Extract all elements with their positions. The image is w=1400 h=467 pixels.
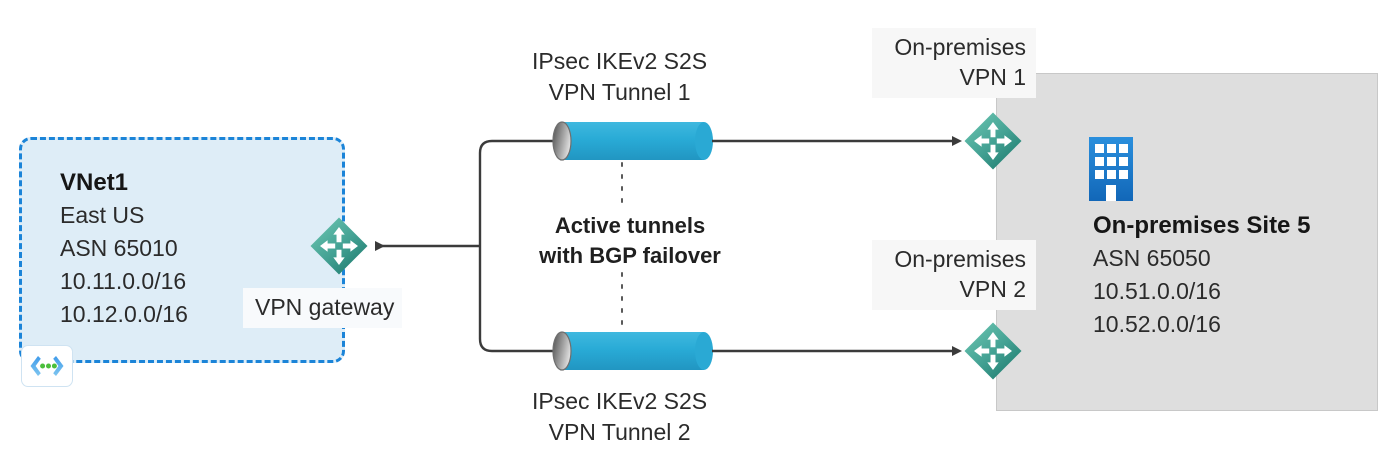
tunnel-2-label-line2: VPN Tunnel 2: [548, 419, 691, 445]
vnet-details: VNet1 East US ASN 65010 10.11.0.0/16 10.…: [60, 166, 300, 331]
active-tunnels-note-line1: Active tunnels: [554, 213, 706, 238]
tunnel-2-label: IPsec IKEv2 S2S VPN Tunnel 2: [532, 386, 707, 448]
tunnel-cylinder-icon-1: [552, 121, 713, 161]
tunnel-1-label-line2: VPN Tunnel 1: [548, 79, 691, 105]
vnet-prefix-1: 10.11.0.0/16: [60, 268, 187, 294]
onprem-vpn-1-label-line1: On-premises: [894, 34, 1026, 60]
onprem-vpn-1-label-line2: VPN 1: [959, 64, 1026, 90]
vnet-asn: ASN 65010: [60, 235, 178, 261]
onprem-vpn-1-label: On-premises VPN 1: [872, 28, 1036, 98]
virtual-network-icon: [21, 345, 73, 387]
vnet-name: VNet1: [60, 169, 129, 196]
on-premises-site-details: On-premises Site 5 ASN 65050 10.51.0.0/1…: [1093, 209, 1363, 341]
active-tunnels-note: Active tunnels with BGP failover: [530, 211, 730, 271]
onprem-vpn-2-label-line1: On-premises: [894, 246, 1026, 272]
on-premises-site-prefix-1: 10.51.0.0/16: [1093, 278, 1221, 304]
on-premises-site-name: On-premises Site 5: [1093, 212, 1311, 239]
vpn-gateway-label: VPN gateway: [243, 288, 403, 328]
tunnel-1-label: IPsec IKEv2 S2S VPN Tunnel 1: [532, 46, 707, 108]
vnet-prefix-2: 10.12.0.0/16: [60, 301, 188, 327]
tunnel-2-label-line1: IPsec IKEv2 S2S: [532, 388, 708, 414]
on-premises-site-asn: ASN 65050: [1093, 245, 1211, 271]
active-tunnels-note-line2: with BGP failover: [539, 243, 721, 268]
vnet-region: East US: [60, 202, 145, 228]
onprem-vpn-2-label-line2: VPN 2: [959, 276, 1026, 302]
tunnel-cylinder-icon-2: [552, 331, 713, 371]
on-premises-site-prefix-2: 10.52.0.0/16: [1093, 311, 1221, 337]
onprem-vpn-2-label: On-premises VPN 2: [872, 240, 1036, 310]
tunnel-1-label-line1: IPsec IKEv2 S2S: [532, 48, 708, 74]
on-premises-region: [996, 73, 1378, 411]
